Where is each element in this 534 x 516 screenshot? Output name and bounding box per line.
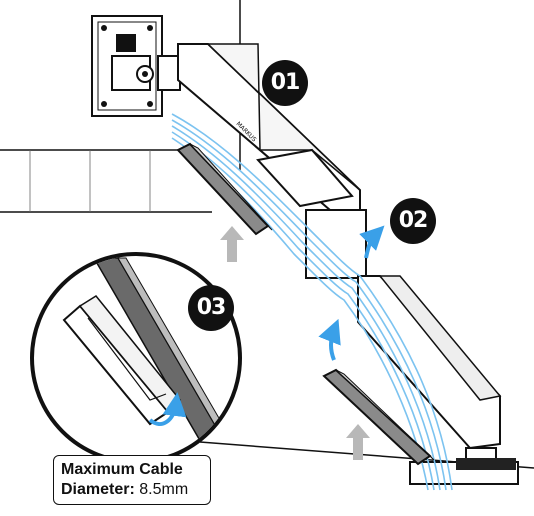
cable-cover-lower	[322, 368, 435, 466]
lower-arm	[305, 209, 519, 485]
cable-diameter-callout: Maximum Cable Diameter: 8.5mm	[53, 455, 211, 505]
callout-title: Maximum Cable	[61, 461, 183, 478]
blue-curved-arrow	[318, 225, 385, 361]
step-badge-02: 02	[390, 198, 436, 244]
vesa-plate	[91, 15, 163, 117]
callout-diameter-line: Diameter: 8.5mm	[61, 480, 203, 500]
callout-diameter-label: Diameter:	[61, 481, 135, 498]
cable-cover-upper	[176, 142, 273, 236]
step-badge-03: 03	[188, 285, 234, 331]
callout-diameter-value: 8.5mm	[139, 481, 189, 498]
step-badge-01: 01	[262, 60, 308, 106]
grey-up-arrow	[220, 226, 370, 460]
upper-arm: MARKUS	[157, 43, 361, 244]
